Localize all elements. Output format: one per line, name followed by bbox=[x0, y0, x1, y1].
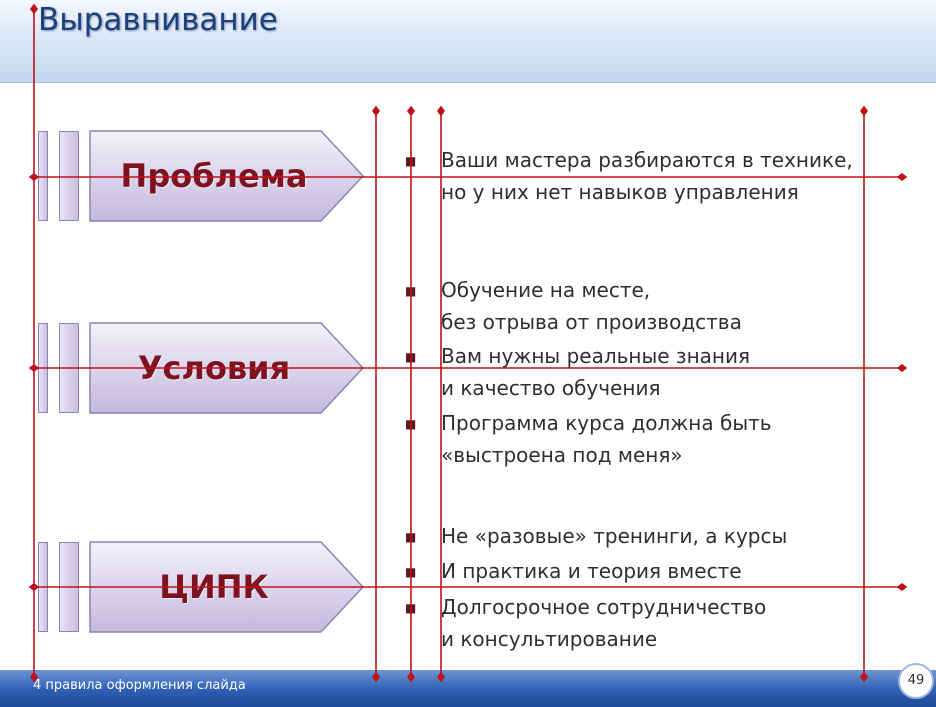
bullet-text: Программа курса должна быть «выстроена п… bbox=[441, 407, 772, 471]
guide-handle bbox=[860, 105, 868, 117]
guide-handle bbox=[28, 364, 40, 372]
bullet-line: Не «разовые» тренинги, а курсы bbox=[441, 524, 788, 548]
bullet-line: без отрыва от производства bbox=[441, 310, 742, 334]
guide-handle bbox=[896, 583, 908, 591]
bullet-line: Ваши мастера разбираются в технике, bbox=[441, 148, 853, 172]
bullet-line: но у них нет навыков управления bbox=[441, 180, 799, 204]
bullet-line: Вам нужны реальные знания bbox=[441, 344, 751, 368]
guide-handle bbox=[28, 173, 40, 181]
slide-header: Выравнивание bbox=[0, 0, 936, 83]
guide-handle bbox=[896, 173, 908, 181]
guide-handle bbox=[372, 671, 380, 683]
slide-footer: 4 правила оформления слайда bbox=[0, 670, 936, 707]
decor-bar bbox=[59, 131, 79, 221]
guide-handle bbox=[437, 105, 445, 117]
bullet-line: и качество обучения bbox=[441, 376, 661, 400]
bullet-line: и консультирование bbox=[441, 627, 658, 651]
bullet-text: Ваши мастера разбираются в технике, но у… bbox=[441, 144, 853, 208]
guide-handle bbox=[30, 671, 38, 683]
bullet-text: И практика и теория вместе bbox=[441, 555, 742, 587]
bullet-line: Обучение на месте, bbox=[441, 278, 651, 302]
bullet-line: Программа курса должна быть bbox=[441, 411, 772, 435]
guide-handle bbox=[372, 105, 380, 117]
guide-handle bbox=[407, 671, 415, 683]
bullet-text: Обучение на месте, без отрыва от произво… bbox=[441, 274, 742, 338]
guide-handle bbox=[407, 105, 415, 117]
guide-handle bbox=[437, 671, 445, 683]
bullet-text: Не «разовые» тренинги, а курсы bbox=[441, 520, 787, 552]
arrow-label: Проблема bbox=[120, 157, 308, 195]
page-number-badge: 49 bbox=[898, 663, 934, 699]
bullet-line: И практика и теория вместе bbox=[441, 559, 742, 583]
guide-handle bbox=[30, 3, 38, 15]
slide-title: Выравнивание bbox=[38, 2, 278, 38]
guide-handle bbox=[28, 583, 40, 591]
decor-bar bbox=[38, 131, 48, 221]
guide-handle bbox=[896, 364, 908, 372]
bullet-line: «выстроена под меня» bbox=[441, 443, 683, 467]
footer-text: 4 правила оформления слайда bbox=[33, 678, 246, 693]
bullet-line: Долгосрочное сотрудничество bbox=[441, 595, 767, 619]
bullet-text: Долгосрочное сотрудничество и консультир… bbox=[441, 591, 766, 655]
bullet-text: Вам нужны реальные знания и качество обу… bbox=[441, 340, 750, 404]
arrow-shape-problem: Проблема bbox=[89, 130, 365, 222]
guide-handle bbox=[860, 671, 868, 683]
